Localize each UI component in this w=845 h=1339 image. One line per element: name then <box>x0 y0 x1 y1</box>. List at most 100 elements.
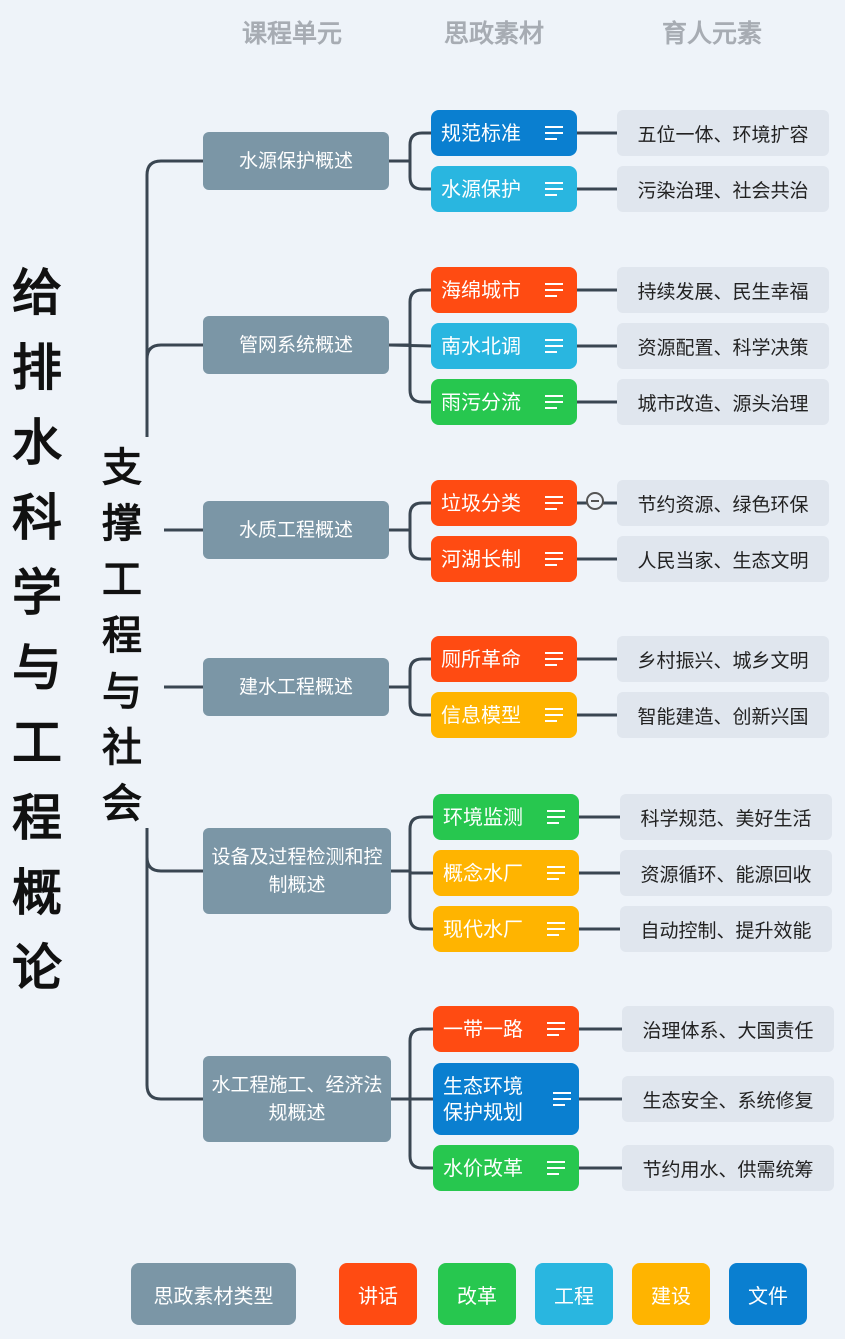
root-node-char: 程 <box>102 613 142 659</box>
material-label: 垃圾分类 <box>441 491 521 515</box>
note-icon[interactable] <box>547 1161 567 1175</box>
education-element: 持续发展、民生幸福 <box>617 267 829 313</box>
material-node[interactable]: 环境监测 <box>433 794 579 840</box>
material-node[interactable]: 垃圾分类 <box>431 480 577 526</box>
root-node-char: 支 <box>102 445 142 491</box>
root-node-char: 社 <box>102 725 142 771</box>
material-label: 海绵城市 <box>441 278 521 302</box>
note-icon[interactable] <box>547 810 567 824</box>
root-node-char: 与 <box>102 669 142 715</box>
legend-item-speech: 讲话 <box>339 1263 417 1325</box>
material-node[interactable]: 生态环境保护规划 <box>433 1063 579 1135</box>
material-node[interactable]: 规范标准 <box>431 110 577 156</box>
material-label: 环境监测 <box>443 805 523 829</box>
connector-line <box>391 1097 433 1170</box>
material-label: 南水北调 <box>441 334 521 358</box>
education-element: 资源循环、能源回收 <box>620 850 832 896</box>
root-node-char: 撑 <box>102 501 142 547</box>
education-element: 智能建造、创新兴国 <box>617 692 829 738</box>
course-title-char: 程 <box>12 789 62 847</box>
legend-title: 思政素材类型 <box>131 1263 296 1325</box>
unit-construction-law[interactable]: 水工程施工、经济法规概述 <box>203 1056 391 1142</box>
collapse-toggle-icon[interactable] <box>586 492 604 510</box>
course-title-char: 给 <box>12 264 62 322</box>
root-node-title: 支 撑 工 程 与 社 会 <box>96 440 148 832</box>
note-icon[interactable] <box>545 126 565 140</box>
connector-line <box>145 159 203 437</box>
note-icon[interactable] <box>545 339 565 353</box>
material-node[interactable]: 河湖长制 <box>431 536 577 582</box>
material-label: 概念水厂 <box>443 861 523 885</box>
course-title-char: 水 <box>12 414 62 472</box>
education-element: 治理体系、大国责任 <box>622 1006 834 1052</box>
education-element: 污染治理、社会共治 <box>617 166 829 212</box>
education-element: 自动控制、提升效能 <box>620 906 832 952</box>
education-element: 乡村振兴、城乡文明 <box>617 636 829 682</box>
course-title-char: 概 <box>12 864 62 922</box>
course-title-char: 与 <box>12 639 62 697</box>
education-element: 城市改造、源头治理 <box>617 379 829 425</box>
connector-line <box>145 343 203 437</box>
note-icon[interactable] <box>553 1092 573 1106</box>
education-element: 资源配置、科学决策 <box>617 323 829 369</box>
material-node[interactable]: 雨污分流 <box>431 379 577 425</box>
legend-item-document: 文件 <box>729 1263 807 1325</box>
unit-equipment-control[interactable]: 设备及过程检测和控制概述 <box>203 828 391 914</box>
course-title-char: 学 <box>12 564 62 622</box>
material-node[interactable]: 水价改革 <box>433 1145 579 1191</box>
connector-line <box>389 343 431 404</box>
course-title: 给 排 水 科 学 与 工 程 概 论 <box>4 256 70 1006</box>
course-title-char: 工 <box>12 714 62 772</box>
material-label: 现代水厂 <box>443 917 523 941</box>
education-element: 生态安全、系统修复 <box>622 1076 834 1122</box>
legend-item-engineering: 工程 <box>535 1263 613 1325</box>
education-element: 科学规范、美好生活 <box>620 794 832 840</box>
material-node[interactable]: 南水北调 <box>431 323 577 369</box>
unit-water-quality[interactable]: 水质工程概述 <box>203 501 389 559</box>
unit-pipe-network[interactable]: 管网系统概述 <box>203 316 389 374</box>
connector-line <box>389 131 431 163</box>
connector-line <box>389 288 431 347</box>
note-icon[interactable] <box>547 1022 567 1036</box>
material-label: 一带一路 <box>443 1017 523 1041</box>
material-node[interactable]: 信息模型 <box>431 692 577 738</box>
connector-line <box>145 828 203 873</box>
material-node[interactable]: 一带一路 <box>433 1006 579 1052</box>
connector-line <box>389 528 431 561</box>
material-label: 水价改革 <box>443 1156 523 1180</box>
material-node[interactable]: 厕所革命 <box>431 636 577 682</box>
material-node[interactable]: 海绵城市 <box>431 267 577 313</box>
note-icon[interactable] <box>545 496 565 510</box>
note-icon[interactable] <box>545 552 565 566</box>
connector-line <box>391 869 433 931</box>
material-label: 雨污分流 <box>441 390 521 414</box>
header-course-unit: 课程单元 <box>242 19 343 48</box>
note-icon[interactable] <box>545 395 565 409</box>
note-icon[interactable] <box>545 708 565 722</box>
education-element: 五位一体、环境扩容 <box>617 110 829 156</box>
note-icon[interactable] <box>547 866 567 880</box>
connector-line <box>391 815 433 873</box>
course-title-char: 排 <box>12 339 62 397</box>
note-icon[interactable] <box>545 283 565 297</box>
connector-line <box>389 501 431 532</box>
education-element: 人民当家、生态文明 <box>617 536 829 582</box>
material-label: 信息模型 <box>441 703 521 727</box>
connector-line <box>389 685 431 717</box>
material-node[interactable]: 现代水厂 <box>433 906 579 952</box>
education-element: 节约资源、绿色环保 <box>617 480 829 526</box>
unit-water-source[interactable]: 水源保护概述 <box>203 132 389 190</box>
material-label: 规范标准 <box>441 121 521 145</box>
material-label: 厕所革命 <box>441 647 521 671</box>
material-node[interactable]: 概念水厂 <box>433 850 579 896</box>
material-node[interactable]: 水源保护 <box>431 166 577 212</box>
note-icon[interactable] <box>547 922 567 936</box>
connector-line <box>389 657 431 689</box>
note-icon[interactable] <box>545 182 565 196</box>
header-material: 思政素材 <box>444 19 545 48</box>
unit-building-water[interactable]: 建水工程概述 <box>203 658 389 716</box>
material-label: 生态环境保护规划 <box>443 1074 523 1124</box>
root-node-char: 会 <box>102 781 142 827</box>
note-icon[interactable] <box>545 652 565 666</box>
education-element: 节约用水、供需统筹 <box>622 1145 834 1191</box>
